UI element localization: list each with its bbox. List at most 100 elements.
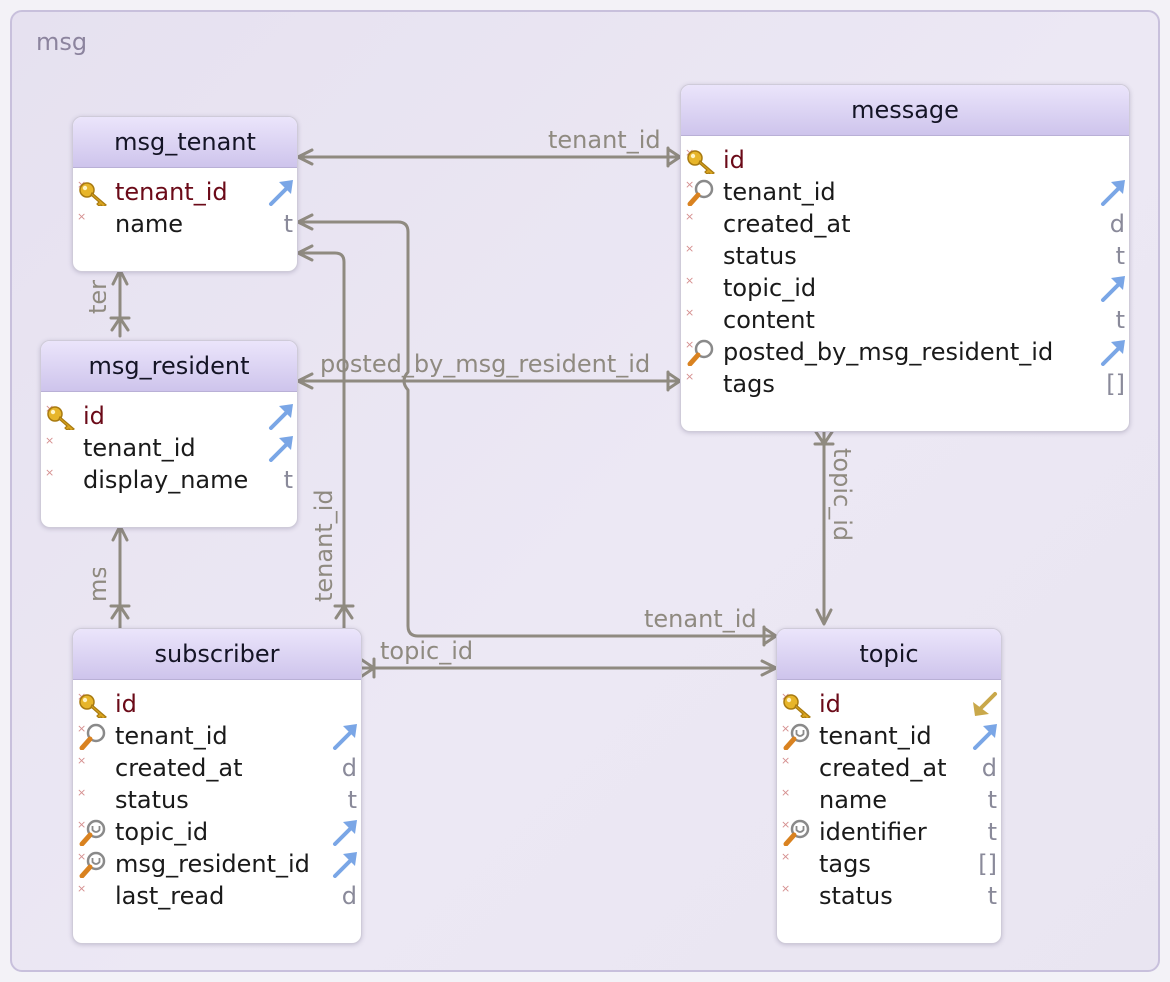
not-null-icon: × xyxy=(45,434,55,447)
table-topic[interactable]: topic×id×tenant_id×created_atd×namet×ide… xyxy=(776,628,1002,944)
referenced-key-icon[interactable] xyxy=(971,690,999,718)
primary-key-icon xyxy=(77,690,109,720)
not-null-icon: × xyxy=(45,466,55,479)
foreign-key-out-icon[interactable] xyxy=(267,402,295,430)
not-null-icon: × xyxy=(77,818,87,831)
column-row[interactable]: ×topic_id xyxy=(73,816,361,848)
table-message[interactable]: message×id×tenant_id×created_atd×statust… xyxy=(680,84,1130,432)
column-type: t xyxy=(1115,306,1125,334)
primary-key-icon xyxy=(685,146,717,176)
table-subscriber[interactable]: subscriber×id×tenant_id×created_atd×stat… xyxy=(72,628,362,944)
relation-label-subscriber-tenant: tenant_id xyxy=(310,489,338,602)
column-row[interactable]: × topic_id xyxy=(681,272,1129,304)
not-null-icon: × xyxy=(685,274,695,287)
foreign-key-out-icon[interactable] xyxy=(1099,178,1127,206)
column-row[interactable]: ×msg_resident_id xyxy=(73,848,361,880)
column-type: t xyxy=(987,786,997,814)
not-null-icon: × xyxy=(685,242,695,255)
column-name: created_at xyxy=(115,754,243,782)
column-list-padding xyxy=(41,392,297,400)
column-list-padding xyxy=(73,680,361,688)
relation-resident-tenant[interactable] xyxy=(109,268,131,338)
column-type: t xyxy=(283,210,293,238)
column-name: id xyxy=(115,690,137,718)
foreign-key-out-icon[interactable] xyxy=(331,818,359,846)
relation-subscriber-tenant[interactable] xyxy=(296,244,355,630)
column-name: status xyxy=(819,882,893,910)
relation-message-topic[interactable] xyxy=(813,428,835,626)
foreign-key-out-icon[interactable] xyxy=(267,178,295,206)
column-type: t xyxy=(283,466,293,494)
column-row[interactable]: ×tags[] xyxy=(681,368,1129,400)
column-list-padding xyxy=(73,168,297,176)
column-row[interactable]: ×tags[] xyxy=(777,848,1001,880)
not-null-icon: × xyxy=(781,722,791,735)
column-name: id xyxy=(723,146,745,174)
column-list-padding xyxy=(777,680,1001,688)
column-row[interactable]: ×id xyxy=(681,144,1129,176)
primary-key-icon xyxy=(781,690,813,720)
not-null-icon: × xyxy=(781,882,791,895)
primary-key-icon xyxy=(77,178,109,208)
foreign-key-out-icon[interactable] xyxy=(267,434,295,462)
foreign-key-out-icon[interactable] xyxy=(331,850,359,878)
column-list-padding xyxy=(681,136,1129,144)
column-row[interactable]: ×tenant_id xyxy=(777,720,1001,752)
column-row[interactable]: ×id xyxy=(777,688,1001,720)
column-row[interactable]: ×tenant_id xyxy=(681,176,1129,208)
foreign-key-out-icon[interactable] xyxy=(1099,274,1127,302)
column-name: tags xyxy=(723,370,775,398)
column-type: d xyxy=(981,754,997,782)
column-name: name xyxy=(819,786,888,814)
foreign-key-out-icon[interactable] xyxy=(331,722,359,750)
table-title[interactable]: topic xyxy=(777,629,1001,680)
column-name: display_name xyxy=(83,466,249,494)
column-name: tenant_id xyxy=(723,178,836,206)
not-null-icon: × xyxy=(77,882,87,895)
index-icon xyxy=(77,722,109,751)
table-title[interactable]: message xyxy=(681,85,1129,136)
unique-index-icon xyxy=(781,818,813,847)
column-name: id xyxy=(83,402,105,430)
column-row[interactable]: ×posted_by_msg_resident_id xyxy=(681,336,1129,368)
column-name: tenant_id xyxy=(115,722,228,750)
column-row[interactable]: ×id xyxy=(41,400,297,432)
column-name: tags xyxy=(819,850,871,878)
column-name: status xyxy=(723,242,797,270)
table-title[interactable]: msg_tenant xyxy=(73,117,297,168)
column-row[interactable]: ×tenant_id xyxy=(73,720,361,752)
column-name: identifier xyxy=(819,818,927,846)
column-row[interactable]: ×tenant_id xyxy=(41,432,297,464)
column-name: topic_id xyxy=(723,274,817,302)
column-row[interactable]: × status t xyxy=(681,240,1129,272)
column-type: t xyxy=(1115,242,1125,270)
not-null-icon: × xyxy=(781,850,791,863)
table-title[interactable]: msg_resident xyxy=(41,341,297,392)
foreign-key-out-icon[interactable] xyxy=(971,722,999,750)
relation-label-message-tenant: tenant_id xyxy=(548,126,661,154)
unique-index-icon xyxy=(77,850,109,879)
column-row[interactable]: ×tenant_id xyxy=(73,176,297,208)
not-null-icon: × xyxy=(77,786,87,799)
relation-subscriber-resident[interactable] xyxy=(109,524,131,630)
table-title[interactable]: subscriber xyxy=(73,629,361,680)
foreign-key-out-icon[interactable] xyxy=(1099,338,1127,366)
column-type: t xyxy=(347,786,357,814)
column-row[interactable]: ×id xyxy=(73,688,361,720)
not-null-icon: × xyxy=(77,850,87,863)
column-row[interactable]: × display_name t xyxy=(41,464,297,496)
relation-label-message-resident: posted_by_msg_resident_id xyxy=(320,350,650,378)
